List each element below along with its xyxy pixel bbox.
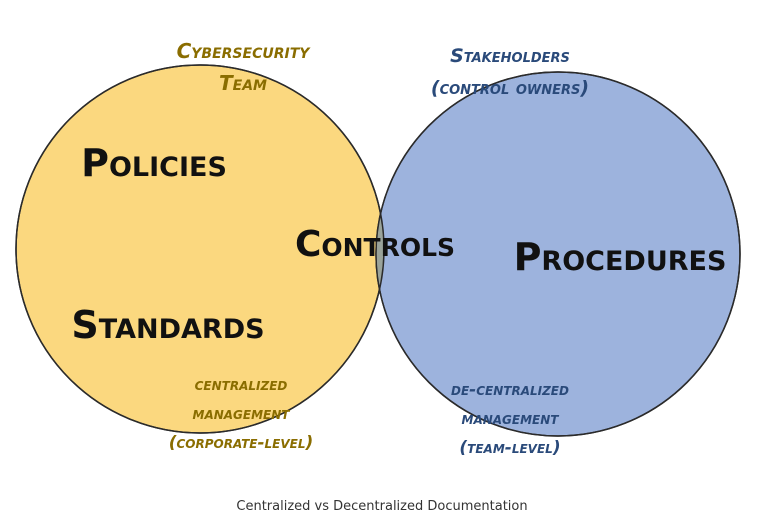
procedures-label: Procedures <box>514 235 727 279</box>
right-owner-line2: (control owners) <box>431 77 589 99</box>
left-owner-line2: Team <box>219 71 267 95</box>
left-mgmt-line2: management <box>193 404 291 424</box>
right-mgmt-line3: (team-level) <box>459 438 560 458</box>
right-mgmt-line1: de-centralized <box>451 380 569 400</box>
venn-diagram: Cybersecurity Team Stakeholders (control… <box>15 39 741 458</box>
left-mgmt-line3: (corporate-level) <box>169 433 314 453</box>
standards-label: Standards <box>71 303 264 347</box>
left-mgmt-line1: centralized <box>195 375 288 395</box>
right-mgmt-line2: management <box>462 409 560 429</box>
left-owner-line1: Cybersecurity <box>177 39 312 63</box>
right-owner-line1: Stakeholders <box>450 45 570 67</box>
figure-caption: Centralized vs Decentralized Documentati… <box>236 499 528 514</box>
controls-label: Controls <box>295 224 455 265</box>
policies-label: Policies <box>81 141 227 185</box>
right-circle-outline <box>375 71 741 437</box>
left-circle-outline <box>15 64 385 434</box>
